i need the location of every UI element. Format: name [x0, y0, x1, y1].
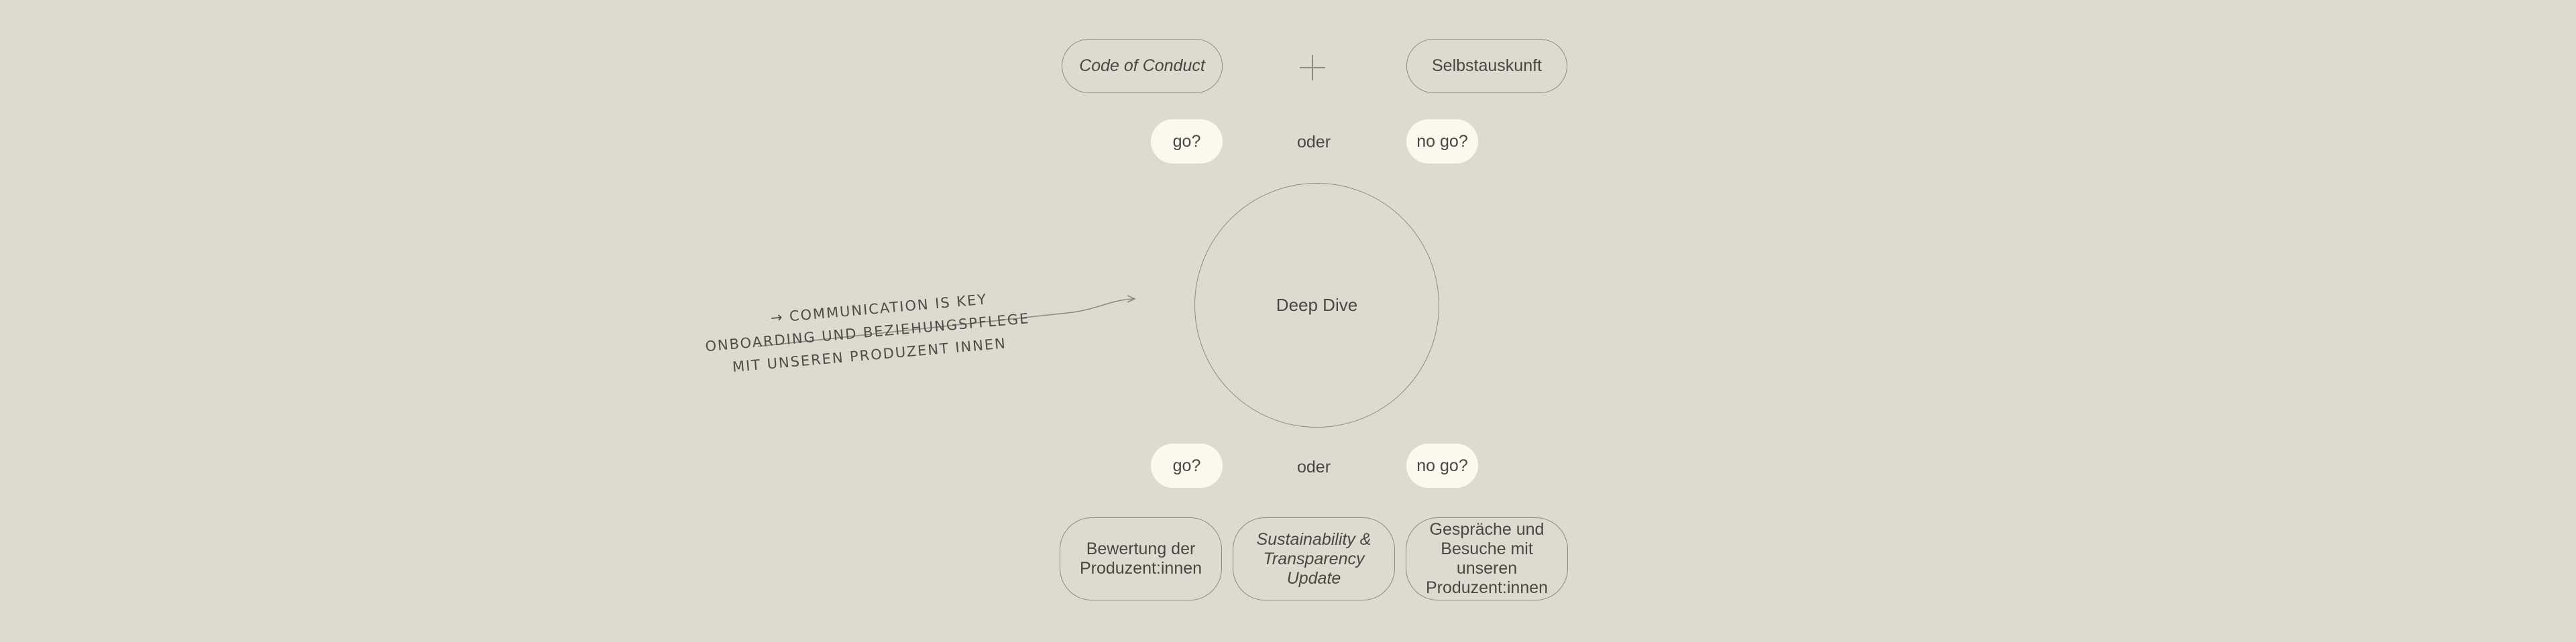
upper-go-chip: go?: [1151, 119, 1223, 164]
deep-dive-circle: Deep Dive: [1194, 183, 1439, 428]
bewertung-pill: Bewertung der Produzent:innen: [1060, 517, 1222, 600]
upper-no-go-chip: no go?: [1406, 119, 1478, 164]
gespraeche-pill: Gespräche und Besuche mit unseren Produz…: [1406, 517, 1568, 600]
plus-icon: [1300, 55, 1325, 80]
upper-oder-label: oder: [1296, 133, 1331, 151]
code-of-conduct-pill: Code of Conduct: [1062, 39, 1223, 93]
selbstauskunft-pill: Selbstauskunft: [1406, 39, 1567, 93]
sustainability-pill: Sustainability & Transparency Update: [1233, 517, 1395, 600]
lower-no-go-chip: no go?: [1406, 444, 1478, 488]
lower-oder-label: oder: [1296, 458, 1331, 476]
lower-go-chip: go?: [1151, 444, 1223, 488]
